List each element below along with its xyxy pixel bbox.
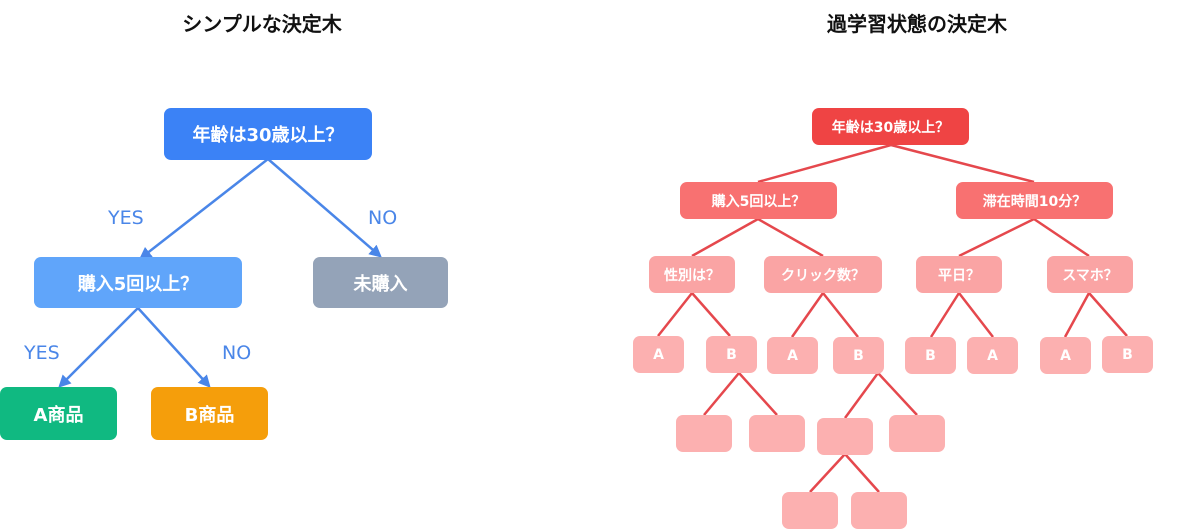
overfit-l2-weekday-node: 平日？ — [916, 256, 1002, 293]
overfit-tree-title: 過学習状態の決定木 — [827, 12, 1007, 36]
edge-o-click-b — [822, 292, 859, 338]
overfit-leaf-b-1: B — [706, 336, 757, 373]
overfit-l2-click-node: クリック数？ — [764, 256, 882, 293]
overfit-leaf-b-4: B — [1102, 336, 1153, 373]
edge-o-l1b-l — [958, 217, 1035, 258]
edge-o-b1-l — [703, 372, 740, 416]
overfit-leaf-a-1: A — [633, 336, 684, 373]
simple-no-purchase-leaf: 未購入 — [313, 257, 448, 308]
edge-o-b1-r — [738, 372, 778, 416]
overfit-leaf-b-2: B — [833, 337, 884, 374]
simple-product-b-leaf: B商品 — [151, 387, 268, 440]
overfit-leaf-a-2: A — [767, 337, 818, 374]
overfit-l2-gender-node: 性別は？ — [649, 256, 735, 293]
edge-label-root-no: NO — [368, 207, 398, 229]
edge-o-deep-r — [844, 453, 880, 493]
overfit-deep-node-3 — [817, 418, 873, 455]
edge-o-l1a-l — [691, 217, 759, 258]
overfit-deep-node-1 — [676, 415, 732, 452]
overfit-l1-purchase-node: 購入5回以上？ — [680, 182, 837, 219]
overfit-deep-node-6 — [851, 492, 907, 529]
edge-o-click-a — [790, 292, 825, 338]
edge-o-phone-b — [1088, 292, 1128, 337]
edge-o-b2-r — [877, 372, 918, 416]
edge-o-b2-l — [843, 372, 880, 419]
edge-root-to-q2 — [139, 158, 269, 260]
edge-o-l1b-r — [1033, 217, 1090, 258]
edge-o-gender-b — [691, 292, 731, 337]
overfit-deep-node-4 — [889, 415, 945, 452]
edge-o-weekday-a — [958, 292, 994, 338]
edge-q2-to-b — [137, 307, 211, 388]
edge-o-phone-a — [1063, 292, 1091, 338]
overfit-leaf-a-3: A — [967, 337, 1018, 374]
simple-product-a-leaf: A商品 — [0, 387, 117, 440]
overfit-deep-node-2 — [749, 415, 805, 452]
overfit-l2-phone-node: スマホ？ — [1047, 256, 1133, 293]
overfit-leaf-b-3: B — [905, 337, 956, 374]
edge-o-deep-l — [809, 453, 846, 493]
edge-label-root-yes: YES — [108, 207, 144, 229]
edge-root-to-no-purchase — [267, 158, 382, 258]
edge-o-root-r — [890, 143, 1035, 184]
simple-tree-title: シンプルな決定木 — [182, 12, 342, 36]
edge-o-root-l — [757, 143, 892, 184]
overfit-leaf-a-4: A — [1040, 337, 1091, 374]
edge-o-l1a-r — [757, 217, 824, 258]
simple-q2-node: 購入5回以上？ — [34, 257, 242, 308]
overfit-deep-node-5 — [782, 492, 838, 529]
overfit-root-node: 年齢は30歳以上？ — [812, 108, 969, 145]
edge-label-q2-no: NO — [222, 342, 252, 364]
edge-label-q2-yes: YES — [24, 342, 60, 364]
overfit-l1-stay-node: 滞在時間10分？ — [956, 182, 1113, 219]
simple-root-node: 年齢は30歳以上？ — [164, 108, 372, 160]
edge-o-weekday-b — [929, 292, 961, 338]
edge-o-gender-a — [657, 292, 693, 337]
edge-q2-to-a — [58, 307, 139, 388]
